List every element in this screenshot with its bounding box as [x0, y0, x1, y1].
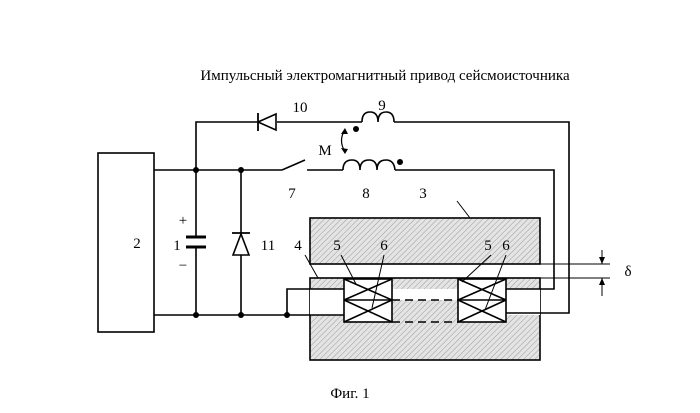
diode-10: [258, 113, 276, 131]
winding-6-right-label: 6: [502, 238, 510, 254]
coil-8-label: 8: [362, 186, 370, 202]
coil-8: [343, 160, 395, 170]
winding-5-right-label: 5: [484, 238, 492, 254]
coil-8-dot: [397, 159, 403, 165]
capacitor-plus: +: [179, 213, 187, 229]
diagram-title: Импульсный электромагнитный привод сейсм…: [200, 68, 570, 84]
capacitor-1: [186, 237, 206, 247]
diode-11: [232, 233, 250, 255]
winding-5-left-label: 5: [333, 238, 341, 254]
switch-7-label: 7: [288, 186, 296, 202]
armature-label: 3: [419, 186, 427, 202]
coil-9-dot: [353, 126, 359, 132]
coil-9-label: 9: [378, 98, 386, 114]
capacitor-label: 1: [173, 238, 181, 254]
winding-block-left: [344, 279, 392, 322]
switch-7-blade: [282, 160, 305, 170]
mutual-label: M: [318, 143, 331, 159]
diode-10-label: 10: [293, 100, 308, 116]
gap-label: δ: [624, 264, 631, 280]
winding-block-right: [458, 279, 506, 322]
capacitor-minus: −: [179, 258, 187, 274]
winding-6-left-label: 6: [380, 238, 388, 254]
diode-11-label: 11: [261, 238, 275, 254]
power-source-block: [98, 153, 154, 332]
power-source-label: 2: [133, 236, 141, 252]
stator-label: 4: [294, 238, 302, 254]
figure-caption: Фиг. 1: [330, 386, 369, 402]
